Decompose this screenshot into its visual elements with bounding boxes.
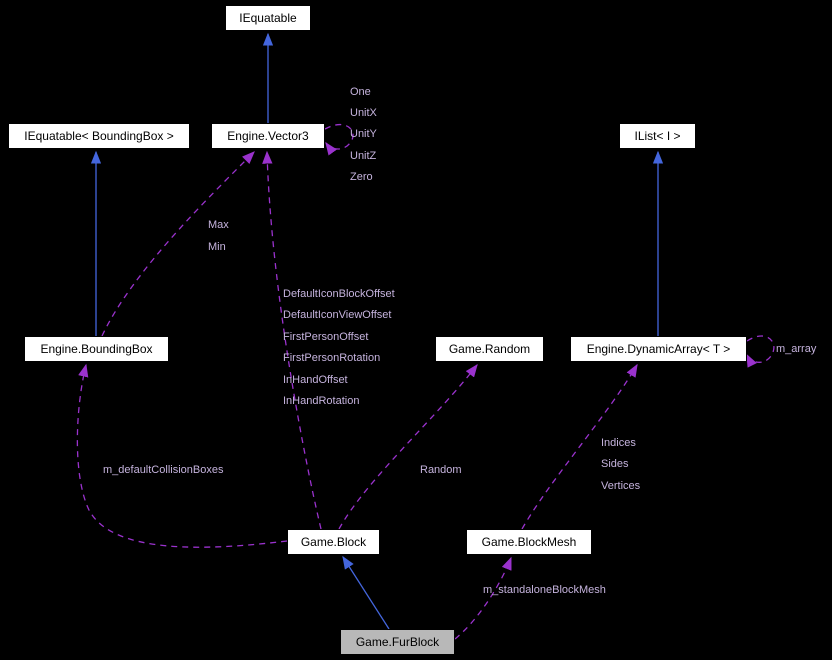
edge-label-m-standalone-block-mesh: m_standaloneBlockMesh	[483, 584, 606, 596]
edge-label-in-hand-rotation: InHandRotation	[283, 395, 360, 407]
usage-edge-boundingbox-to-vector3	[101, 151, 255, 337]
edge-label-m-array: m_array	[776, 343, 817, 355]
edge-label-in-hand-offset: InHandOffset	[283, 374, 348, 386]
usage-self-loop-dynamicarray	[746, 335, 775, 368]
edge-label-m-default-collision-boxes: m_defaultCollisionBoxes	[103, 464, 224, 476]
usage-edge-block-to-boundingbox	[76, 363, 288, 548]
usage-self-loop-vector3	[324, 123, 354, 156]
edge-label-unitx: UnitX	[350, 107, 377, 119]
usage-edge-block-to-random	[338, 363, 478, 530]
class-node-iequatable[interactable]: IEquatable	[225, 5, 311, 31]
edge-label-vertices: Vertices	[601, 480, 641, 492]
class-node-game-blockmesh[interactable]: Game.BlockMesh	[466, 529, 592, 555]
edge-label-first-person-rotation: FirstPersonRotation	[283, 352, 381, 364]
edge-label-zero: Zero	[350, 171, 373, 183]
class-node-engine-vector3[interactable]: Engine.Vector3	[211, 123, 325, 149]
inheritance-edge-furblock-to-block	[342, 555, 390, 630]
class-node-ilist[interactable]: IList< I >	[619, 123, 696, 149]
edge-label-first-person-offset: FirstPersonOffset	[283, 331, 369, 343]
class-node-game-furblock: Game.FurBlock	[340, 629, 455, 655]
edge-label-min: Min	[208, 241, 226, 253]
edge-label-unitz: UnitZ	[350, 150, 377, 162]
edge-label-unity: UnitY	[350, 128, 377, 140]
class-node-engine-boundingbox[interactable]: Engine.BoundingBox	[24, 336, 169, 362]
edge-label-random: Random	[420, 464, 462, 476]
class-node-game-random[interactable]: Game.Random	[435, 336, 544, 362]
edge-label-indices: Indices	[601, 437, 636, 449]
usage-edge-block-to-vector3	[262, 150, 322, 530]
class-node-iequatable-boundingbox[interactable]: IEquatable< BoundingBox >	[8, 123, 190, 149]
edge-label-default-icon-view-offset: DefaultIconViewOffset	[283, 309, 392, 321]
class-node-engine-dynamicarray[interactable]: Engine.DynamicArray< T >	[570, 336, 747, 362]
class-node-game-block[interactable]: Game.Block	[287, 529, 380, 555]
edge-label-max: Max	[208, 219, 229, 231]
edge-label-sides: Sides	[601, 458, 629, 470]
usage-edge-furblock-to-blockmesh	[454, 556, 512, 640]
edge-label-one: One	[350, 86, 371, 98]
usage-edge-blockmesh-to-dynamicarray	[521, 363, 638, 530]
edge-label-default-icon-block-offset: DefaultIconBlockOffset	[283, 288, 395, 300]
